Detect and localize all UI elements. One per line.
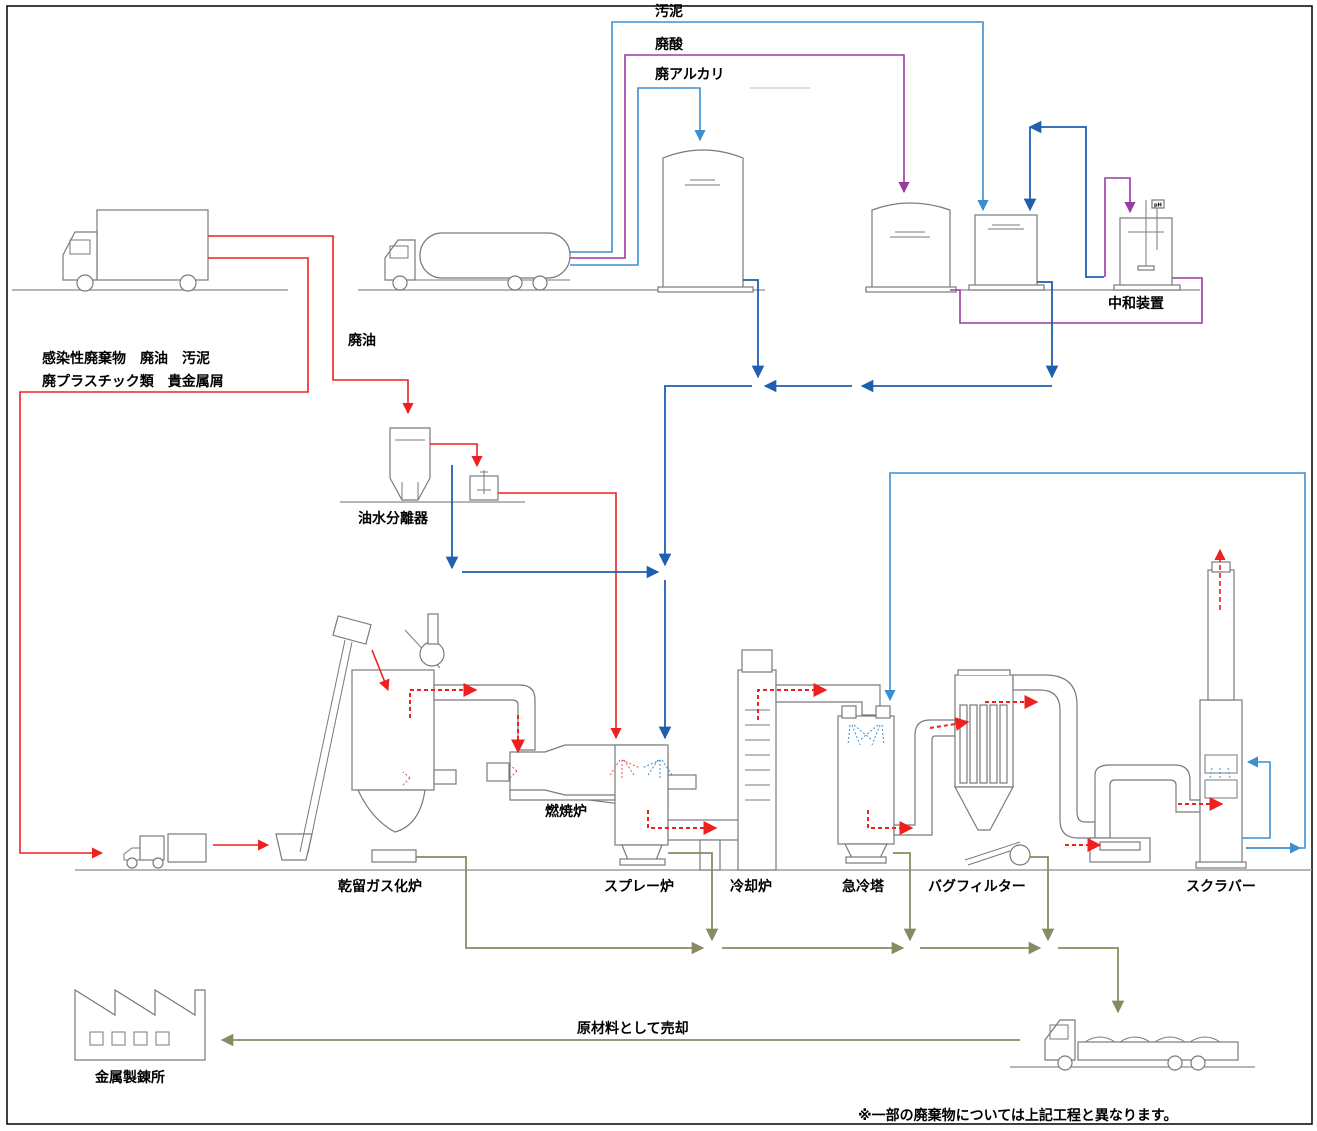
labels: 汚泥 廃酸 廃アルカリ 廃油 感染性廃棄物 廃油 汚泥 廃プラスチック類 貴金属… <box>42 3 1256 1124</box>
internal-gas-flows <box>409 683 1224 852</box>
gasifier-duct <box>433 684 536 751</box>
factory-icon <box>74 988 206 1061</box>
label-cooling-furnace: 冷却炉 <box>730 878 772 895</box>
water-recycle-lines <box>445 279 1059 740</box>
conveyor <box>299 615 372 854</box>
label-inputs-line2: 廃プラスチック類 貴金属屑 <box>42 373 224 390</box>
label-inputs-line1: 感染性廃棄物 廃油 汚泥 <box>42 350 210 367</box>
bag-scrubber-duct <box>1012 674 1201 863</box>
residue-lines <box>220 852 1125 1047</box>
acid-tank <box>865 202 957 293</box>
label-oil-water-separator: 油水分離器 <box>358 510 429 527</box>
label-combustion-furnace: 燃焼炉 <box>545 803 587 820</box>
oil-water-separator <box>389 427 499 501</box>
label-sludge: 汚泥 <box>655 3 683 20</box>
label-gasification-furnace: 乾留ガス化炉 <box>338 878 422 895</box>
label-scrubber: スクラバー <box>1186 879 1256 895</box>
label-bag-filter: バグフィルター <box>928 878 1026 895</box>
cooling-quench-duct <box>775 684 881 716</box>
label-metal-smelter: 金属製錬所 <box>94 1069 165 1086</box>
label-waste-oil: 廃油 <box>348 332 376 349</box>
storage-tank <box>657 149 754 293</box>
waste-input-flows <box>19 235 1226 859</box>
diagram-border <box>6 5 1313 1125</box>
svg-text:pH: pH <box>1154 203 1162 209</box>
box-truck-icon <box>62 209 209 292</box>
label-sold-as-raw-material: 原材料として売却 <box>577 1020 689 1037</box>
label-spray-furnace: スプレー炉 <box>604 878 674 895</box>
label-waste-acid: 廃酸 <box>655 36 684 53</box>
quench-bag-duct <box>893 719 956 836</box>
cooling-furnace <box>737 649 777 871</box>
gasification-furnace <box>351 613 457 863</box>
feed-hopper <box>275 833 313 861</box>
ground-lines <box>12 289 1312 1068</box>
neutralizer: pH <box>1113 199 1181 291</box>
tanker-truck-icon <box>384 232 571 291</box>
quench-tower <box>837 705 895 864</box>
sludge-tank <box>968 214 1045 291</box>
label-waste-alkali: 廃アルカリ <box>655 66 724 83</box>
scrubber <box>1195 561 1247 869</box>
loader-truck <box>123 833 207 869</box>
bag-filter <box>953 669 1031 866</box>
ph-meter-icon: pH <box>1151 199 1165 209</box>
label-neutralizer: 中和装置 <box>1108 295 1164 312</box>
label-quench-tower: 急冷塔 <box>842 878 885 895</box>
spray-nozzles <box>402 724 1231 786</box>
liquid-waste-lines <box>570 21 1203 324</box>
spray-furnace <box>614 744 669 866</box>
scrubber-water-lines <box>884 472 1306 854</box>
dump-truck-icon <box>1044 1019 1239 1071</box>
footnote: ※一部の廃棄物については上記工程と異なります。 <box>858 1107 1178 1124</box>
